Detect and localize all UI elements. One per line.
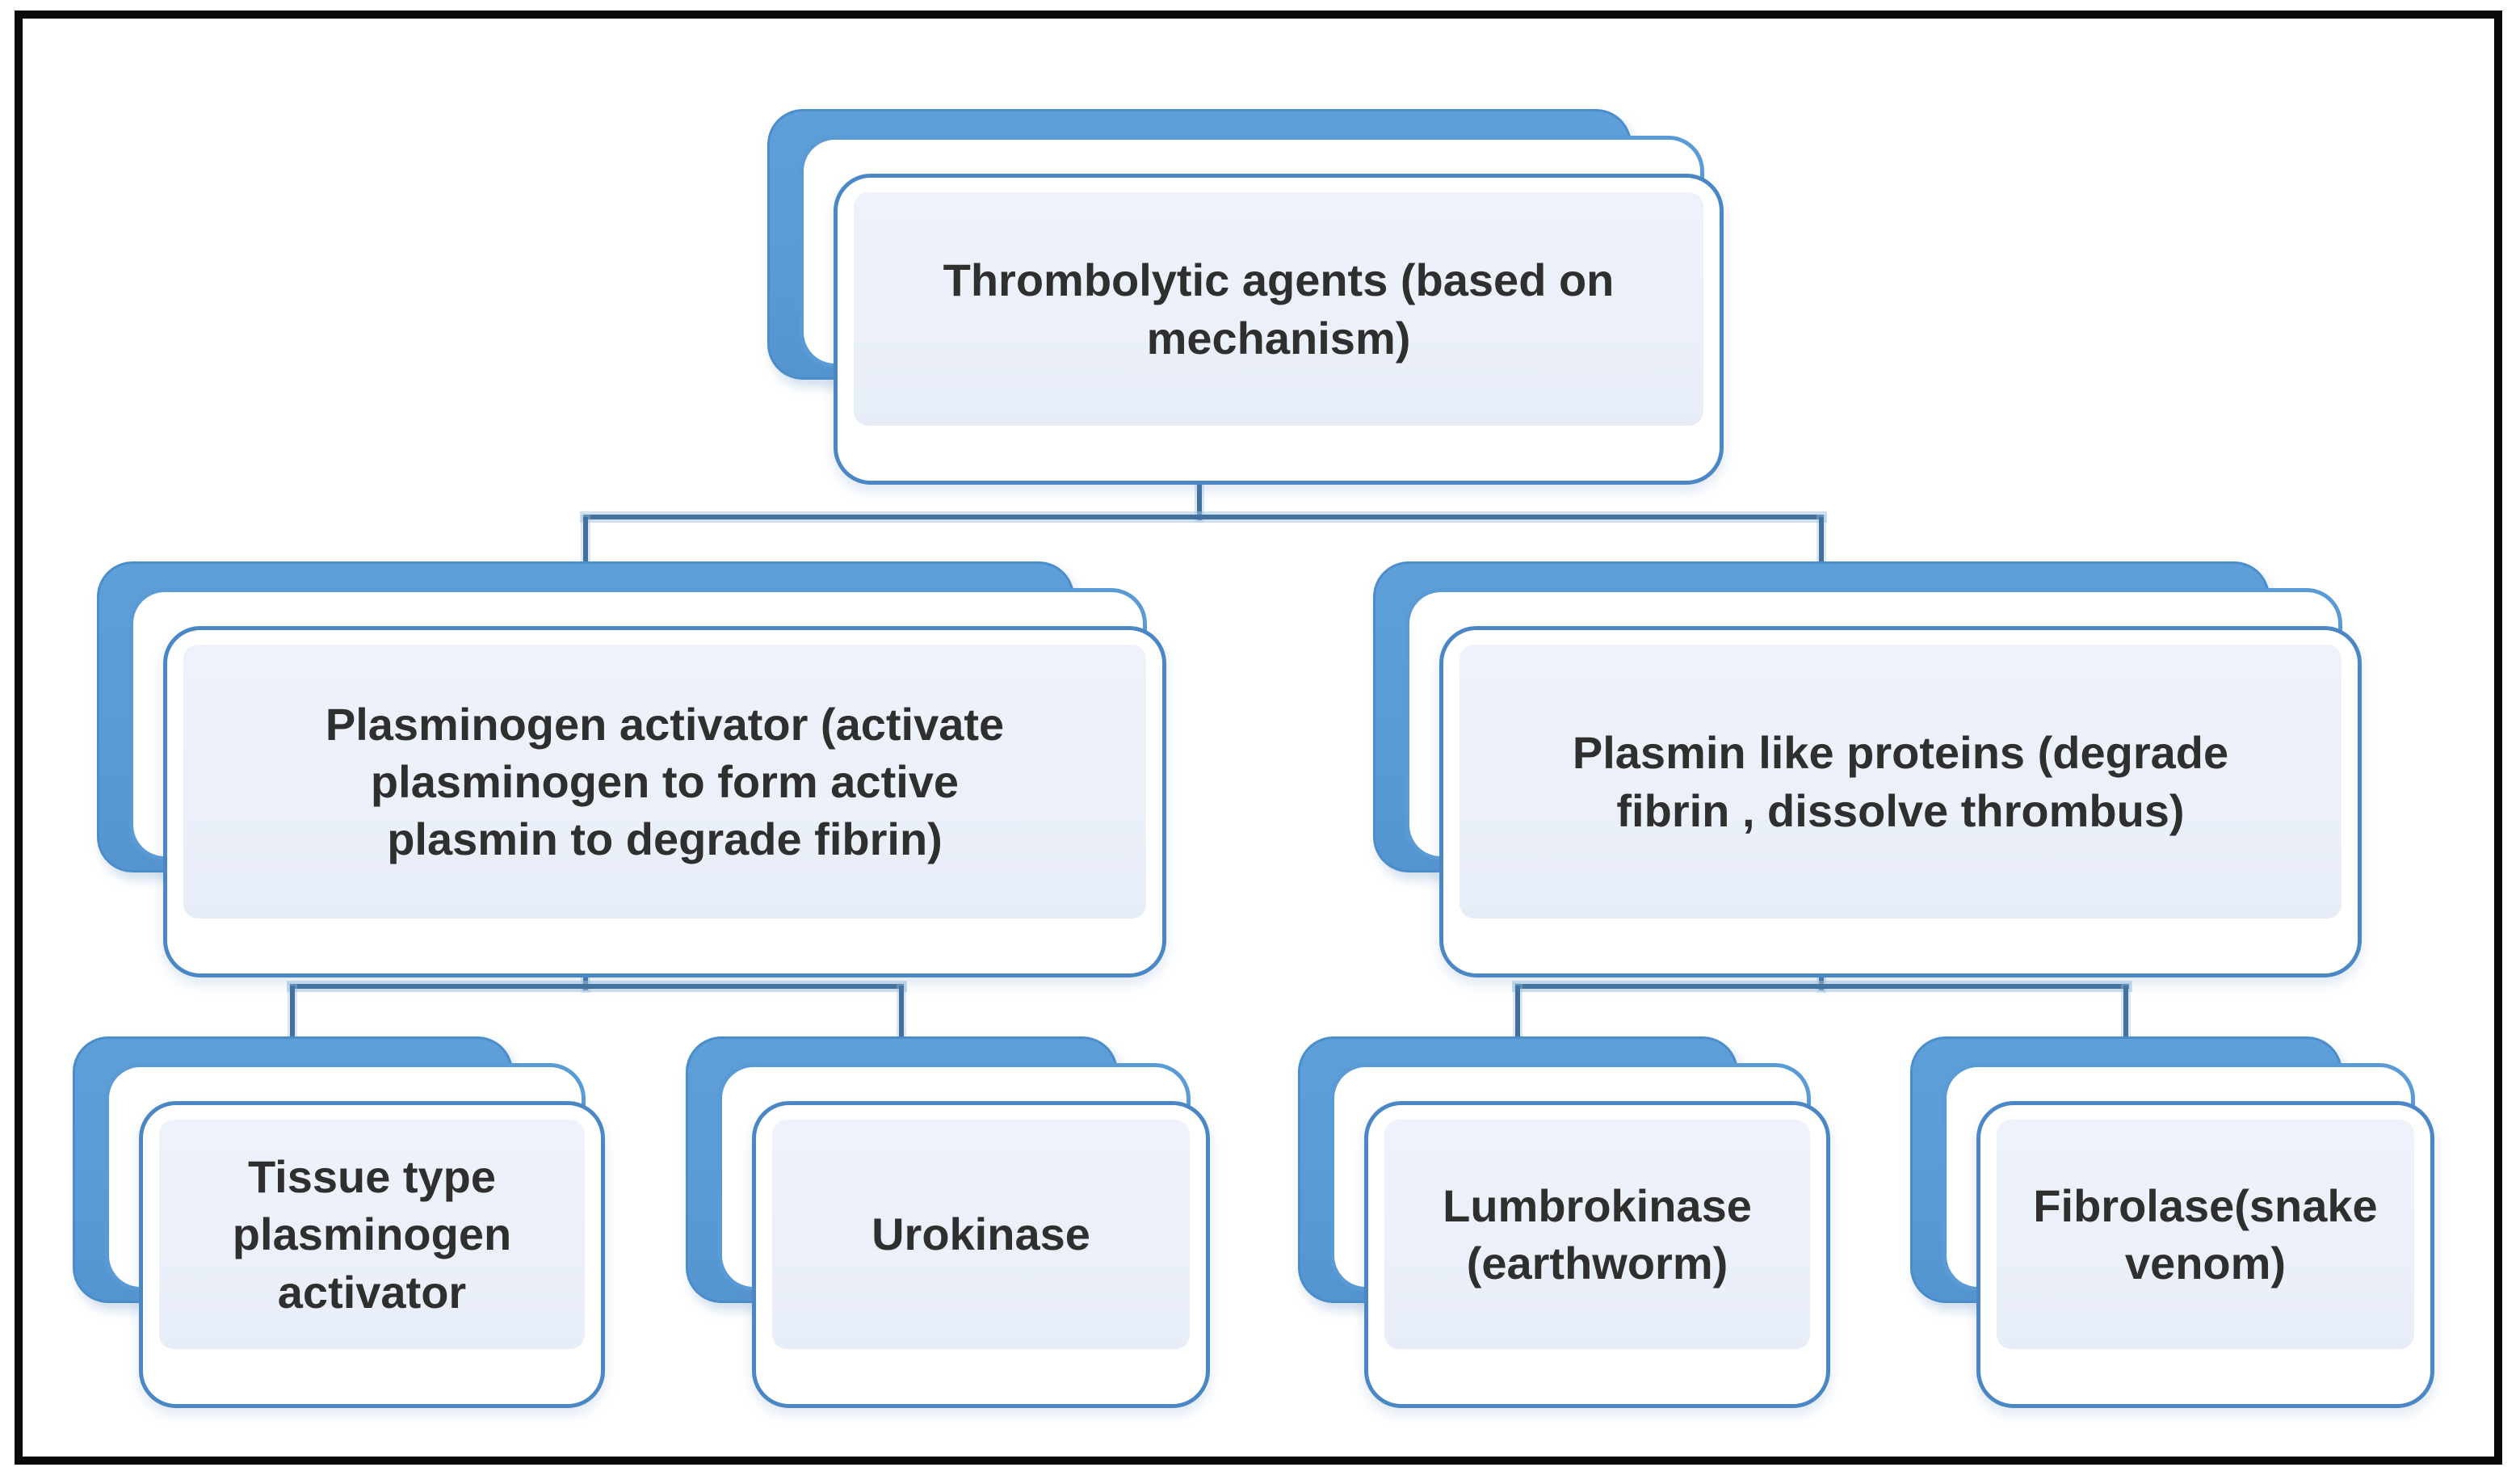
leaf-panel: Fibrolase(snake venom) [1997,1120,2414,1349]
node-tissue-type-plasminogen-activator: Tissue type plasminogen activator [73,1036,610,1408]
node-plasminogen-activator: Plasminogen activator (activate plasmino… [97,561,1171,977]
leaf-front-card: Fibrolase(snake venom) [1976,1101,2434,1408]
node-root: Thrombolytic agents (based on mechanism) [767,109,1728,485]
leaf-front-card: Tissue type plasminogen activator [139,1101,605,1408]
connector-level1-drop-left [583,517,588,567]
connector-drop-fibrolase [2123,986,2128,1042]
connector-root-stub [1197,478,1202,520]
root-panel: Thrombolytic agents (based on mechanism) [854,192,1703,426]
leaf-panel: Lumbrokinase (earthworm) [1384,1120,1810,1349]
connector-level1-rail [583,515,1824,519]
node-urokinase: Urokinase [686,1036,1215,1408]
connector-level2-left-rail [290,984,904,989]
branch-front-card: Plasminogen activator (activate plasmino… [163,626,1166,977]
root-label: Thrombolytic agents (based on mechanism) [943,254,1615,364]
connector-level2-right-rail [1515,984,2129,989]
root-front-card: Thrombolytic agents (based on mechanism) [834,174,1724,485]
connector-level1-drop-right [1819,517,1824,567]
node-fibrolase: Fibrolase(snake venom) [1910,1036,2439,1408]
connector-drop-tissue [290,986,295,1042]
branch-label: Plasmin like proteins (degrade fibrin , … [1572,727,2229,836]
branch-panel: Plasmin like proteins (degrade fibrin , … [1460,645,2342,919]
connector-drop-lumbrokinase [1515,986,1520,1042]
leaf-panel: Tissue type plasminogen activator [159,1120,585,1349]
leaf-label: Urokinase [872,1209,1090,1260]
outer-frame [15,11,2502,1465]
branch-label: Plasminogen activator (activate plasmino… [325,698,1005,865]
leaf-panel: Urokinase [772,1120,1190,1349]
leaf-label: Tissue type plasminogen activator [232,1151,512,1318]
node-plasmin-like-proteins: Plasmin like proteins (degrade fibrin , … [1373,561,2367,977]
leaf-label: Lumbrokinase (earthworm) [1443,1179,1752,1289]
node-lumbrokinase: Lumbrokinase (earthworm) [1298,1036,1835,1408]
branch-panel: Plasminogen activator (activate plasmino… [183,645,1146,919]
leaf-label: Fibrolase(snake venom) [2033,1179,2378,1289]
leaf-front-card: Lumbrokinase (earthworm) [1364,1101,1830,1408]
branch-front-card: Plasmin like proteins (degrade fibrin , … [1439,626,2362,977]
connector-drop-urokinase [899,986,904,1042]
leaf-front-card: Urokinase [752,1101,1210,1408]
